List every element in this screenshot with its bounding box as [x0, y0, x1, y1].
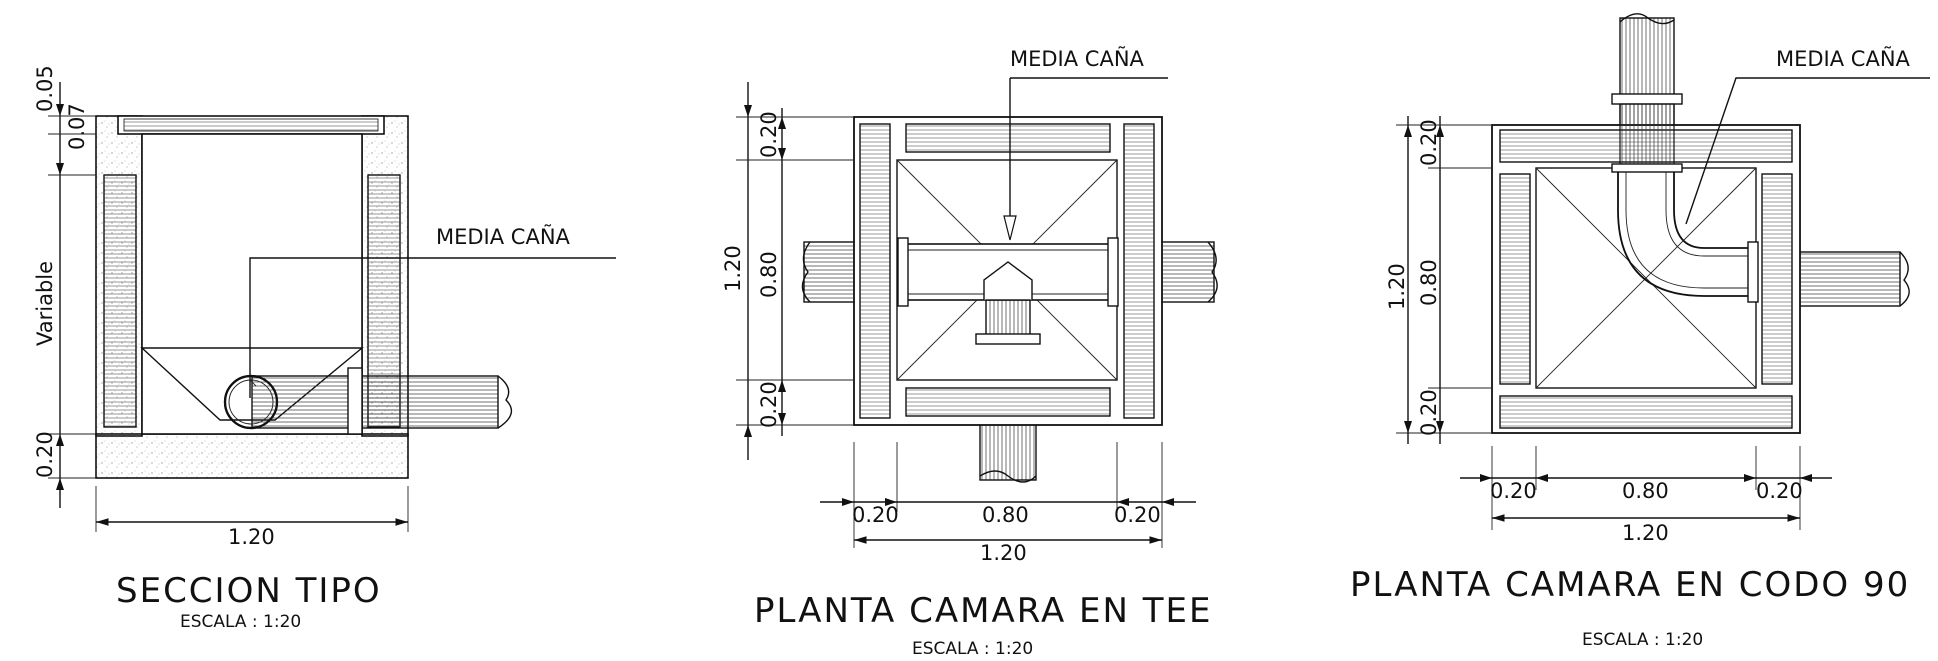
tee-label-media-cana: MEDIA CAÑA: [1010, 45, 1145, 71]
elbow-dim-bot: 0.20: [1417, 389, 1441, 436]
tee-title: PLANTA CAMARA EN TEE: [754, 591, 1212, 631]
elbow-dim-center: 0.80: [1622, 479, 1669, 503]
tee-dim-mid: 0.80: [757, 251, 781, 298]
section-outlet-pipe: [251, 375, 499, 429]
tee-dim-total-v: 1.20: [721, 245, 745, 292]
elbow-fitting: [1617, 170, 1748, 297]
section-scale: ESCALA : 1:20: [180, 612, 301, 632]
elbow-dim-mid: 0.80: [1417, 259, 1441, 306]
elbow-scale: ESCALA : 1:20: [1582, 630, 1703, 650]
elbow-drawing: MEDIA CAÑA 1.20 0.20 0.80 0.20 0.20 0.80…: [1350, 13, 1930, 650]
section-label-media-cana: MEDIA CAÑA: [436, 223, 571, 249]
section-dim-005: 0.05: [33, 65, 57, 112]
elbow-dim-total-h: 1.20: [1622, 521, 1669, 545]
elbow-dim-top: 0.20: [1417, 119, 1441, 166]
section-left-block: [103, 174, 137, 428]
elbow-label-media-cana: MEDIA CAÑA: [1776, 45, 1911, 71]
tee-dim-left: 0.20: [852, 503, 899, 527]
section-base-slab: [95, 433, 409, 479]
tee-dim-total-h: 1.20: [980, 541, 1027, 565]
section-dim-007: 0.07: [65, 103, 89, 150]
section-dim-120: 1.20: [228, 525, 275, 549]
elbow-dim-right: 0.20: [1756, 479, 1803, 503]
tee-dim-bot: 0.20: [757, 381, 781, 428]
tee-scale: ESCALA : 1:20: [912, 639, 1033, 659]
tee-dim-right: 0.20: [1114, 503, 1161, 527]
section-title: SECCION TIPO: [116, 571, 382, 611]
tee-dim-center: 0.80: [982, 503, 1029, 527]
tee-dim-top: 0.20: [757, 111, 781, 158]
elbow-dim-left: 0.20: [1490, 479, 1537, 503]
tee-drawing: MEDIA CAÑA 1.20 0.20 0.80 0.20 0.20 0.80…: [721, 45, 1218, 659]
section-dim-020: 0.20: [33, 431, 57, 478]
tee-right-pipe: [1159, 241, 1215, 303]
elbow-right-pipe: [1789, 251, 1901, 307]
section-drawing: MEDIA CAÑA 0.05 0.07 Variable 0.20 1.20 …: [33, 65, 616, 632]
elbow-title: PLANTA CAMARA EN CODO 90: [1350, 565, 1910, 605]
elbow-dim-total-v: 1.20: [1385, 263, 1409, 310]
section-dim-variable: Variable: [33, 261, 57, 346]
